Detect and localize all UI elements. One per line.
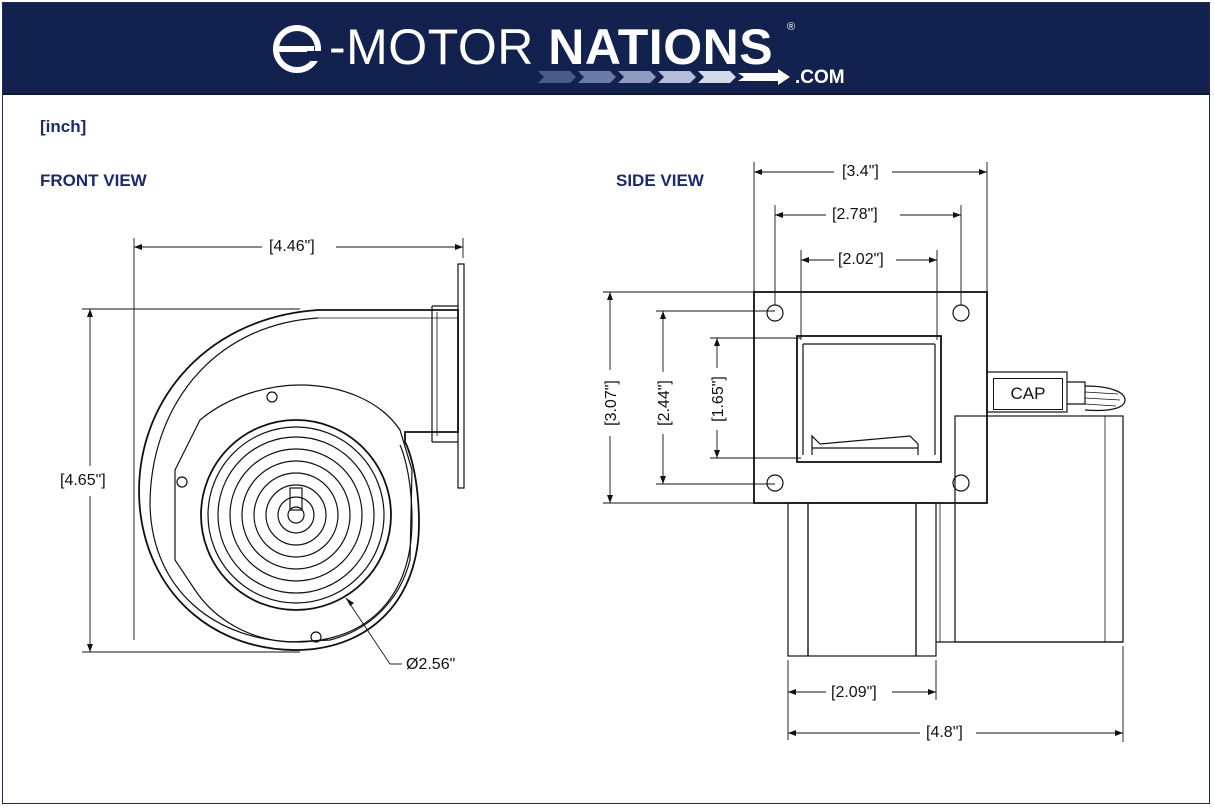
total-length-dimension: [4.8"] — [924, 724, 965, 742]
flange-outer-width-dimension: [3.4"] — [840, 163, 881, 181]
front-view-title: FRONT VIEW — [40, 171, 147, 190]
motor-body-width-dimension: [2.09"] — [829, 684, 879, 702]
units-label: [inch] — [40, 117, 87, 136]
front-height-dimension: [4.65"] — [58, 472, 108, 490]
front-width-dimension: [4.46"] — [267, 238, 317, 256]
side-view-title: SIDE VIEW — [616, 171, 704, 190]
header-banner: -MOTOR NATIONS ® .COM — [3, 3, 1209, 95]
e-logo-icon — [273, 25, 321, 73]
opening-width-dimension: [2.02"] — [836, 251, 886, 269]
registered-mark: ® — [787, 21, 796, 33]
side-view-drawing — [603, 162, 1126, 742]
opening-height-dimension: [1.65"] — [710, 369, 728, 429]
brand-prefix: -MOTOR — [329, 19, 534, 75]
speed-arrows-icon — [538, 69, 790, 85]
hole-spacing-height-dimension: [2.44"] — [656, 373, 674, 433]
brand-name: NATIONS — [548, 19, 774, 75]
impeller-diameter-dimension: Ø2.56" — [404, 656, 458, 674]
brand-wordmark: -MOTOR NATIONS — [329, 17, 773, 77]
hole-spacing-width-dimension: [2.78"] — [830, 206, 880, 224]
flange-height-dimension: [3.07"] — [603, 373, 621, 433]
brand-domain: .COM — [795, 67, 845, 88]
front-view-drawing — [82, 238, 465, 665]
capacitor-label: CAP — [993, 378, 1063, 410]
